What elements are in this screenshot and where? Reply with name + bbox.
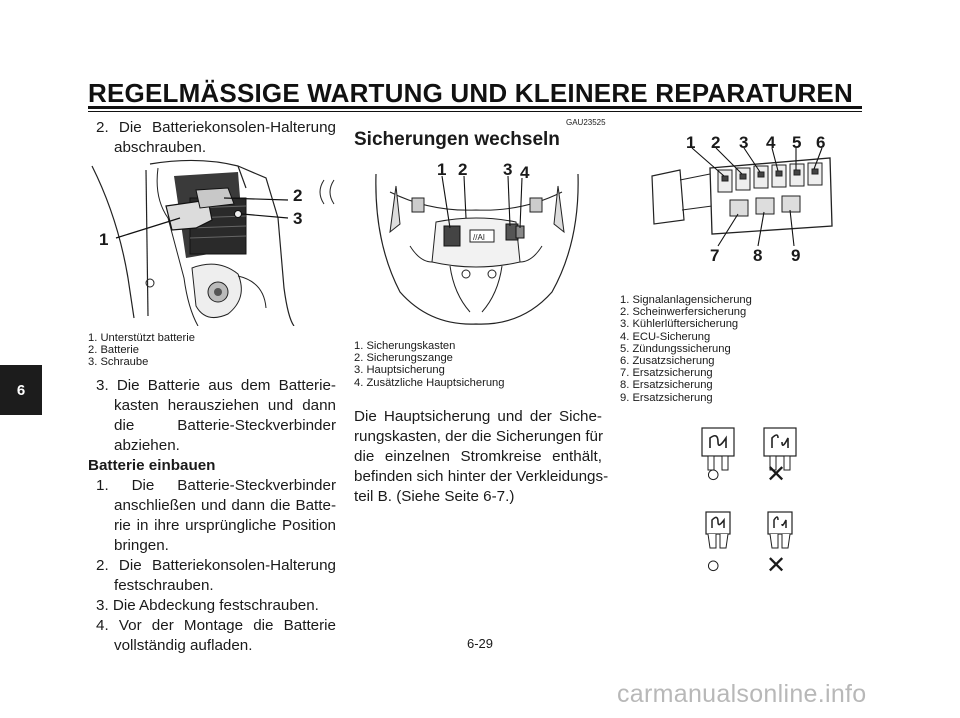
svg-text://AI: //AI — [473, 233, 485, 242]
step-3-line: abziehen. — [114, 437, 180, 454]
install-heading: Batterie einbauen — [88, 457, 216, 474]
legend-item: 2. Sicherungszange — [354, 352, 453, 365]
legend-item: 2. Batterie — [88, 344, 139, 357]
fuse-box-callout-8: 8 — [753, 246, 763, 265]
paragraph-line: befinden sich hinter der Verkleidungs- — [354, 468, 609, 485]
fuse-box-callout-9: 9 — [791, 246, 801, 265]
legend-item: 8. Ersatzsicherung — [620, 379, 713, 392]
fuse-box-callout-4: 4 — [766, 133, 776, 152]
legend-item: 5. Zündungssicherung — [620, 342, 731, 355]
fuse-location-figure: //AI — [370, 162, 584, 326]
legend-item: 1. Sicherungskasten — [354, 340, 456, 352]
install-step-line: rie in ihre ursprüngliche Position — [114, 517, 336, 534]
fuse-location-callout-1: 1 — [437, 160, 447, 179]
step-3-block: 3. Die Batterie aus dem Batterie- kasten… — [96, 376, 336, 456]
fuse-bad-symbol: ✕ — [766, 461, 787, 488]
install-step-line: 1. Die Batterie-Steckverbinder — [96, 477, 336, 494]
fuse-location-callout-4: 4 — [520, 163, 530, 182]
chapter-tab: 6 — [0, 365, 42, 415]
header-rule-thin — [88, 111, 862, 112]
install-step-line: bringen. — [114, 537, 169, 554]
legend-item: 4. Zusätzliche Hauptsicherung — [354, 376, 505, 389]
fuse-box-callout-3: 3 — [739, 133, 749, 152]
fuse-good-mini-icon — [705, 511, 731, 549]
battery-callout-1: 1 — [99, 230, 109, 249]
paragraph-line: rungskasten, der die Sicherungen für — [354, 428, 604, 445]
legend-item: 7. Ersatzsicherung — [620, 367, 713, 380]
fuse-box-callout-2: 2 — [711, 133, 721, 152]
fuse-bad-symbol: ✕ — [766, 552, 787, 579]
fuse-location-legend: 1. Sicherungskasten 2. Sicherungszange 3… — [354, 340, 505, 389]
fuse-box-figure — [640, 130, 840, 266]
doc-code: GAU23525 — [566, 118, 606, 127]
fuse-bad-blade-icon — [763, 427, 797, 471]
step-3-line: die Batterie-Steckverbinder — [114, 417, 336, 434]
fuse-box-callout-7: 7 — [710, 246, 720, 265]
install-step-line: 3. Die Abdeckung festschrauben. — [96, 597, 319, 614]
legend-item: 9. Ersatzsicherung — [620, 391, 713, 404]
battery-legend: 1. Unterstützt batterie 2. Batterie 3. S… — [88, 332, 195, 369]
battery-callout-3: 3 — [293, 209, 303, 228]
step-2-line: abschrauben. — [114, 139, 207, 156]
fuse-good-blade-icon — [701, 427, 735, 471]
legend-item: 1. Signalanlagensicherung — [620, 294, 752, 306]
step-2-line: 2. Die Batteriekonsolen-Halterung — [96, 119, 336, 136]
battery-figure — [88, 158, 340, 326]
install-step-line: vollständig aufladen. — [114, 637, 253, 654]
watermark[interactable]: carmanualsonline.info — [617, 680, 867, 708]
section-title: Sicherungen wechseln — [354, 129, 560, 150]
legend-item: 3. Schraube — [88, 356, 149, 369]
battery-callout-2: 2 — [293, 186, 303, 205]
page-number: 6-29 — [467, 636, 494, 651]
fuse-ok-symbol: ○ — [706, 552, 721, 579]
fuse-box-callout-1: 1 — [686, 133, 696, 152]
legend-item: 3. Hauptsicherung — [354, 364, 445, 377]
fuse-box-legend: 1. Signalanlagensicherung 2. Scheinwerfe… — [620, 294, 752, 404]
paragraph-line: die einzelnen Stromkreise enthält, — [354, 448, 602, 465]
fuse-ok-symbol: ○ — [706, 461, 721, 488]
legend-item: 2. Scheinwerfersicherung — [620, 306, 747, 319]
fuse-condition-figure — [688, 424, 812, 580]
fuse-location-callout-2: 2 — [458, 160, 468, 179]
fuse-box-callout-6: 6 — [816, 133, 826, 152]
legend-item: 3. Kühlerlüftersicherung — [620, 318, 739, 331]
fuse-box-callout-5: 5 — [792, 133, 802, 152]
legend-item: 4. ECU-Sicherung — [620, 330, 711, 343]
step-3-line: 3. Die Batterie aus dem Batterie- — [96, 377, 336, 394]
paragraph-line: teil B. (Siehe Seite 6-7.) — [354, 488, 515, 505]
install-step-line: festschrauben. — [114, 577, 214, 594]
page-header-title: REGELMÄSSIGE WARTUNG UND KLEINERE REPARA… — [88, 78, 853, 108]
step-2-block: 2. Die Batteriekonsolen-Halterung abschr… — [96, 118, 336, 158]
fuse-paragraph: Die Hauptsicherung und der Siche- rungsk… — [354, 407, 609, 507]
header-rule — [88, 106, 862, 109]
install-steps: 1. Die Batterie-Steckverbinder anschließ… — [96, 476, 336, 656]
legend-item: 6. Zusatzsicherung — [620, 355, 715, 368]
fuse-bad-mini-icon — [767, 511, 793, 549]
install-step-line: 2. Die Batteriekonsolen-Halterung — [96, 557, 336, 574]
install-step-line: 4. Vor der Montage die Batterie — [96, 617, 336, 634]
paragraph-line: Die Hauptsicherung und der Siche- — [354, 408, 602, 425]
step-3-line: kasten herausziehen und dann — [114, 397, 336, 414]
legend-item: 1. Unterstützt batterie — [88, 332, 195, 344]
fuse-location-callout-3: 3 — [503, 160, 513, 179]
install-step-line: anschließen und dann die Batte- — [114, 497, 336, 514]
